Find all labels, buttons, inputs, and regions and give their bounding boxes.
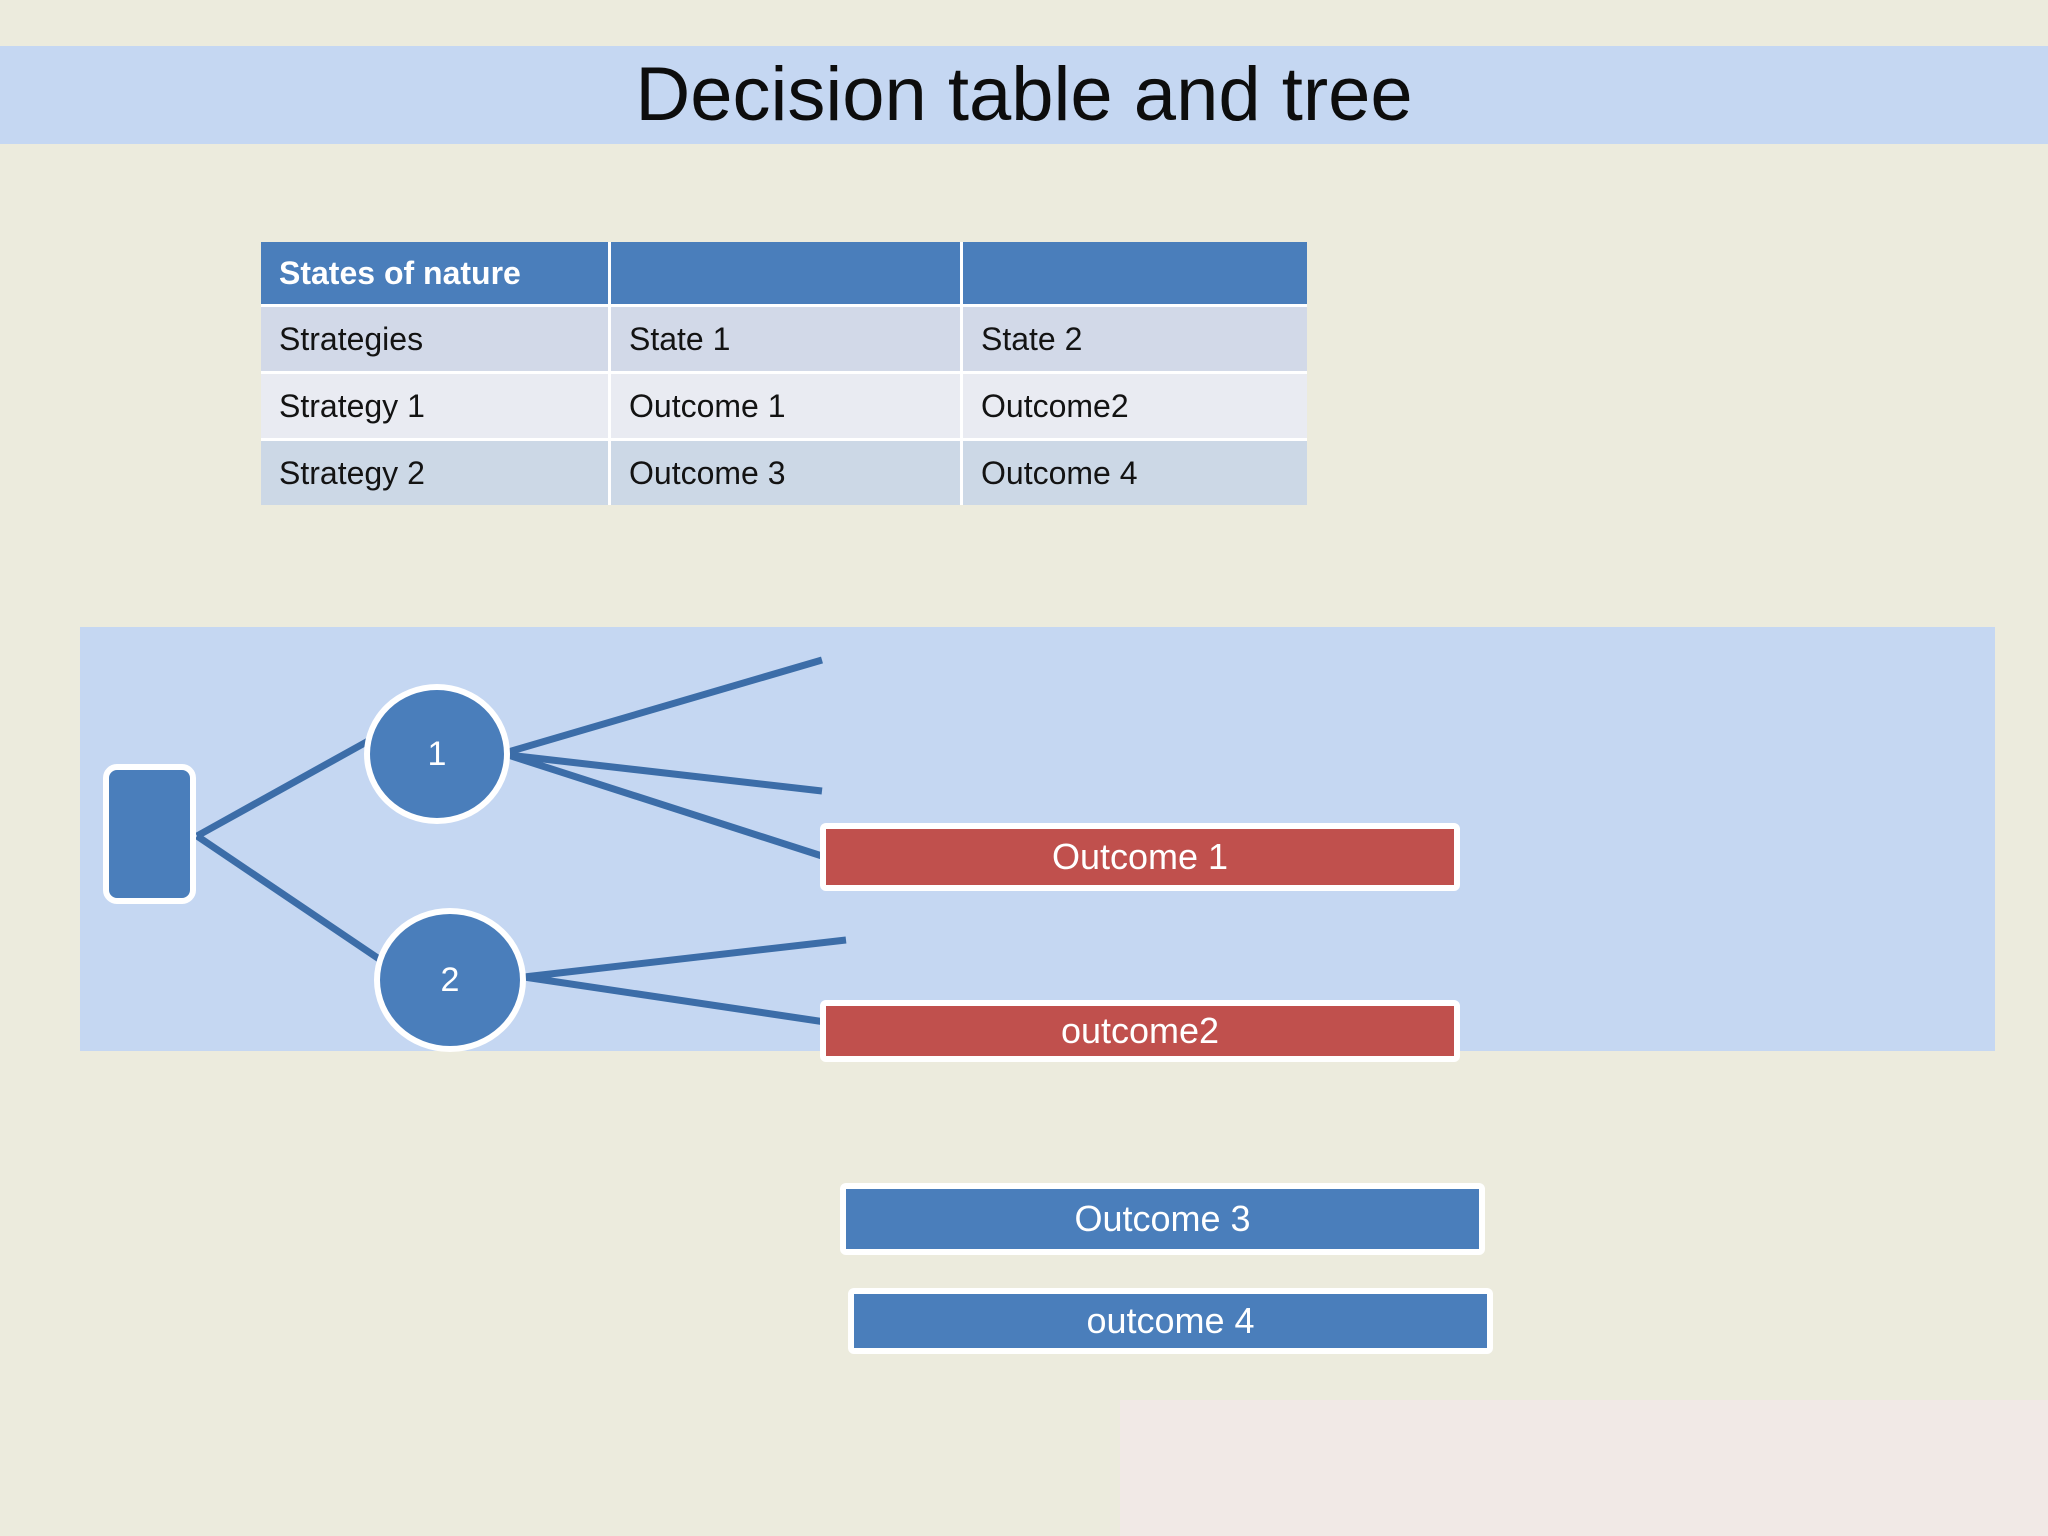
table-row: Strategy 1 Outcome 1 Outcome2 xyxy=(261,374,1307,441)
table-header-cell-blank-2 xyxy=(963,242,1307,307)
slide-background-lower-right xyxy=(1120,1400,2048,1536)
decision-root-node[interactable] xyxy=(103,764,196,904)
table-cell-state-2: State 2 xyxy=(963,307,1307,374)
outcome-box-2-label: outcome2 xyxy=(1060,1010,1220,1051)
chance-node-1-label: 1 xyxy=(427,734,447,773)
title-band xyxy=(0,46,2048,144)
outcome-box-2[interactable]: outcome2 xyxy=(820,1000,1460,1062)
page-title: Decision table and tree xyxy=(635,52,1413,137)
outcome-box-1-label: Outcome 1 xyxy=(1051,836,1229,877)
table-header-cell-blank-1 xyxy=(611,242,963,307)
table-cell-strategy-1: Strategy 1 xyxy=(261,374,611,441)
chance-node-2[interactable]: 2 xyxy=(374,908,526,1052)
table-cell-outcome-4: Outcome 4 xyxy=(963,441,1307,505)
table-cell-strategy-2: Strategy 2 xyxy=(261,441,611,505)
outcome-box-4-label: outcome 4 xyxy=(1086,1300,1255,1341)
table-header-cell-states-of-nature: States of nature xyxy=(261,242,611,307)
table-header-row: States of nature xyxy=(261,242,1307,307)
decision-table: States of nature Strategies State 1 Stat… xyxy=(261,242,1307,505)
table-cell-outcome-2: Outcome2 xyxy=(963,374,1307,441)
table-cell-strategies: Strategies xyxy=(261,307,611,374)
chance-node-2-label: 2 xyxy=(440,960,460,999)
outcome-box-4[interactable]: outcome 4 xyxy=(848,1288,1493,1354)
outcome-box-3[interactable]: Outcome 3 xyxy=(840,1183,1485,1255)
outcome-box-3-label: Outcome 3 xyxy=(1074,1198,1251,1239)
table-row: Strategies State 1 State 2 xyxy=(261,307,1307,374)
outcome-box-1[interactable]: Outcome 1 xyxy=(820,823,1460,891)
table-cell-outcome-1: Outcome 1 xyxy=(611,374,963,441)
table-cell-state-1: State 1 xyxy=(611,307,963,374)
chance-node-1[interactable]: 1 xyxy=(364,684,510,824)
table-cell-outcome-3: Outcome 3 xyxy=(611,441,963,505)
table-row: Strategy 2 Outcome 3 Outcome 4 xyxy=(261,441,1307,505)
